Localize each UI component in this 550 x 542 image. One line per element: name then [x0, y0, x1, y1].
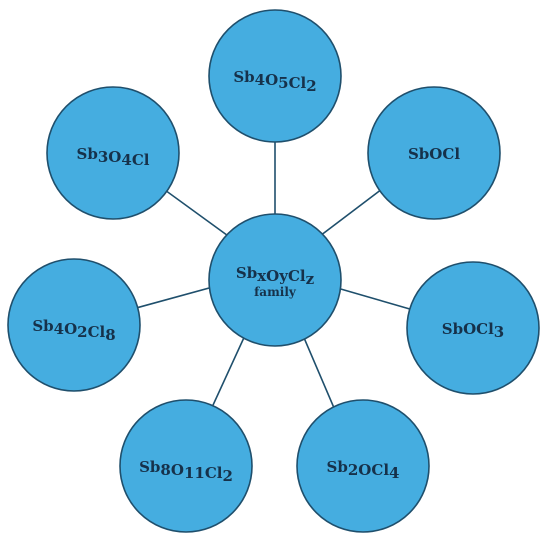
node-sb2ocl4: Sb2OCl4: [296, 399, 430, 533]
node-sb3o4cl: Sb3O4Cl: [46, 86, 180, 220]
node-label: Sb3O4Cl: [77, 145, 150, 169]
node-circle: [46, 86, 180, 220]
center-sublabel: family: [254, 285, 297, 299]
node-sb4o2cl8: Sb4O2Cl8: [7, 258, 141, 392]
node-sbocl: SbOCl: [367, 86, 501, 220]
center-label: SbxOyClz: [236, 264, 315, 288]
node-sb4o5cl2: Sb4O5Cl2: [208, 9, 342, 143]
center-circle: [208, 213, 342, 347]
node-label: Sb8O11Cl2: [139, 458, 233, 485]
node-label: Sb4O5Cl2: [233, 68, 316, 95]
node-label: Sb4O2Cl8: [32, 317, 115, 344]
node-label: SbOCl3: [442, 320, 504, 341]
node-circle: [296, 399, 430, 533]
node-circle: [208, 9, 342, 143]
node-circle: [367, 86, 501, 220]
node-circle: [7, 258, 141, 392]
node-circle: [119, 399, 253, 533]
center-node: SbxOyClz family: [208, 213, 342, 347]
node-label: SbOCl: [408, 145, 460, 163]
node-label: Sb2OCl4: [327, 458, 400, 482]
node-sb8o11cl2: Sb8O11Cl2: [119, 399, 253, 533]
node-socl3: SbOCl3: [406, 261, 540, 395]
node-circle: [406, 261, 540, 395]
